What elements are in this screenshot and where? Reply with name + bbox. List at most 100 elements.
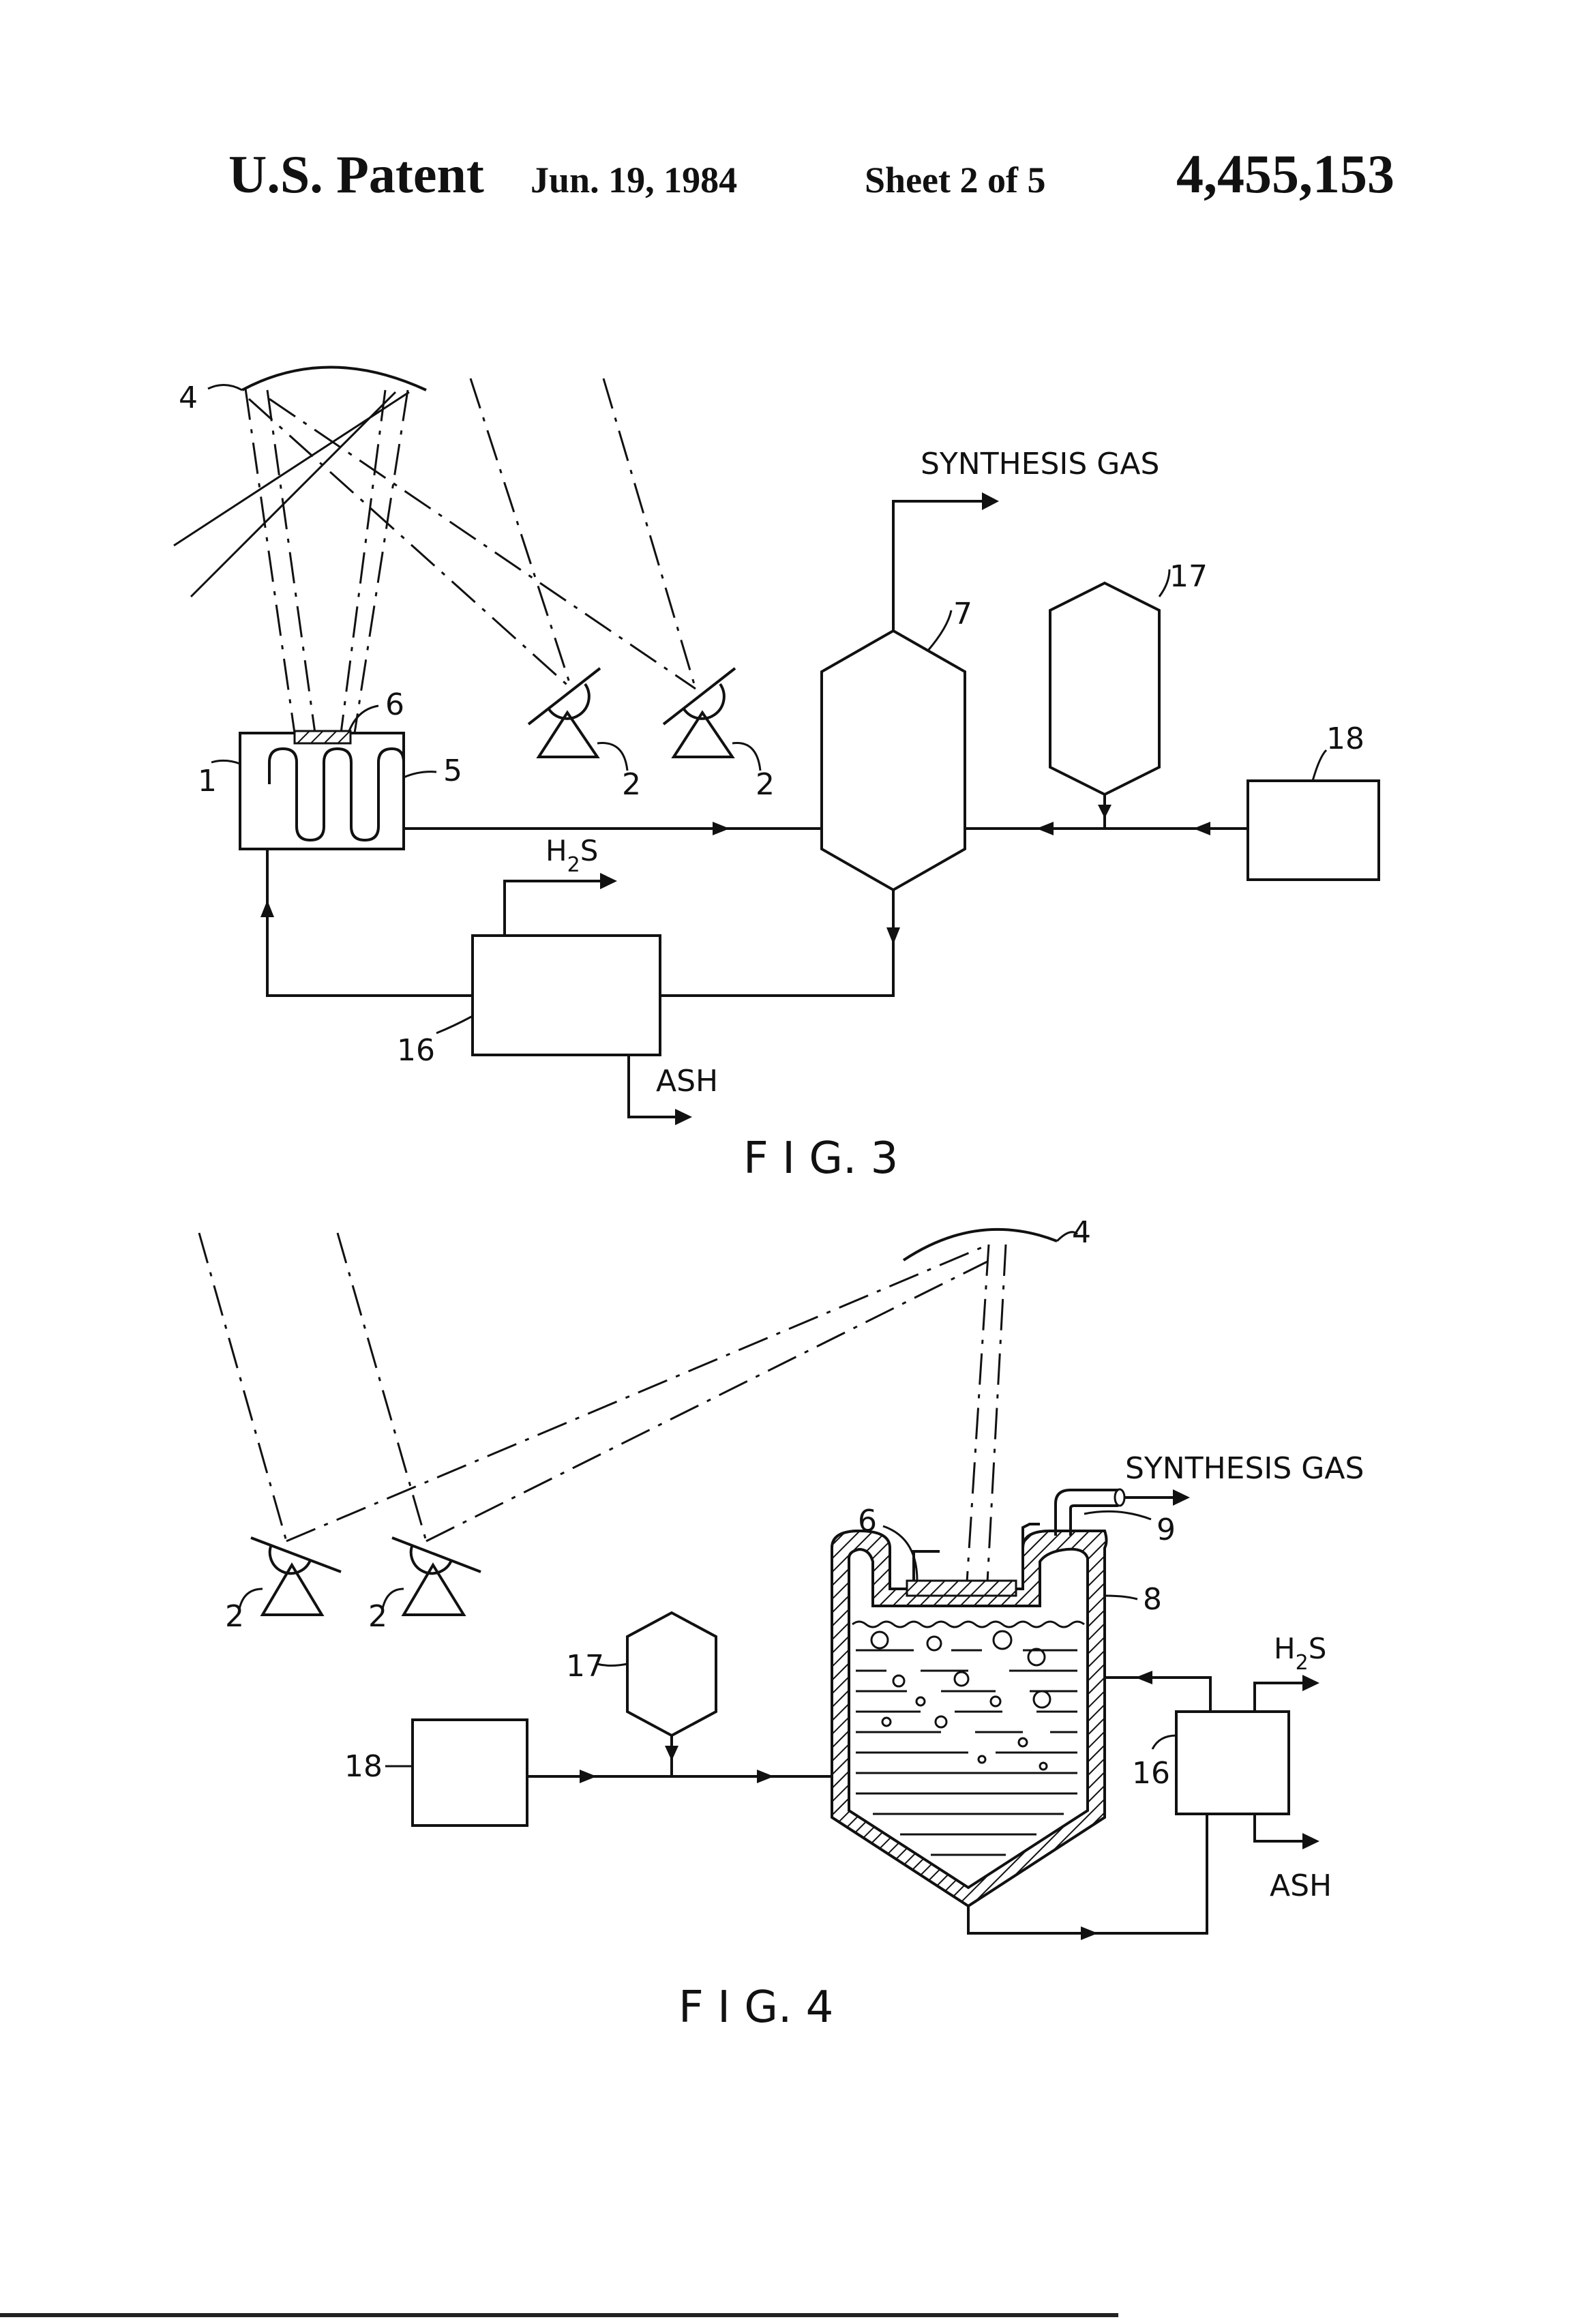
flow-arrow (600, 873, 617, 889)
ref-18: 18 (1326, 721, 1364, 756)
separator-unit (473, 936, 660, 1055)
ref-18: 18 (344, 1749, 383, 1784)
feed-hopper (1050, 583, 1159, 794)
feed-preparation-unit (1248, 781, 1379, 880)
flow-arrow (886, 927, 900, 944)
heliostat (392, 1538, 481, 1615)
flow-arrow (665, 1746, 678, 1761)
leader-line (1159, 569, 1169, 597)
flow-arrow (580, 1770, 597, 1783)
beam-line (199, 1233, 286, 1541)
leader-line (1152, 1735, 1176, 1749)
leader-line (404, 772, 436, 777)
pipe-end (1115, 1489, 1124, 1506)
page-header: U.S. Patent Jun. 19, 1984 Sheet 2 of 5 4… (228, 145, 1394, 205)
reaction-coil (269, 749, 404, 840)
ref-16: 16 (1132, 1756, 1170, 1791)
ref-1: 1 (198, 764, 217, 799)
ref-8: 8 (1143, 1582, 1162, 1617)
h2s-label: H2S (546, 834, 598, 877)
feed-preparation-unit (413, 1720, 527, 1826)
flow-arrow (713, 822, 730, 835)
leader-line (1313, 750, 1326, 781)
patent-label: U.S. Patent (228, 145, 484, 204)
figure-3: 4 2 2 6 5 (174, 368, 1379, 1185)
leader-line (597, 743, 627, 771)
patent-date: Jun. 19, 1984 (531, 160, 737, 200)
flow-arrow (1135, 1671, 1152, 1684)
beam-line (967, 1245, 989, 1582)
patent-number: 4,455,153 (1176, 145, 1394, 205)
flow-arrow (1173, 1489, 1190, 1506)
ref-4: 4 (1072, 1215, 1091, 1250)
molten-bath (856, 1650, 1077, 1855)
leader-line (1105, 1596, 1137, 1599)
ref-2: 2 (225, 1599, 244, 1634)
ash-label: ASH (1270, 1868, 1332, 1903)
flow-arrow (675, 1109, 692, 1125)
figure-caption: F I G. 3 (743, 1133, 898, 1184)
heliostat (663, 668, 735, 757)
beam-line (338, 1233, 426, 1541)
flow-line (660, 890, 893, 996)
ref-2: 2 (756, 767, 775, 802)
flow-arrow (757, 1770, 774, 1783)
ref-4: 4 (179, 381, 198, 415)
flow-arrow (1098, 805, 1111, 818)
reactor-window (907, 1581, 1016, 1596)
leader-line (927, 610, 951, 651)
feed-hopper (627, 1613, 716, 1735)
beam-line (603, 378, 696, 689)
recycle-line (267, 849, 473, 996)
ref-7: 7 (953, 597, 972, 631)
heliostat (251, 1538, 341, 1615)
beam-line (249, 399, 571, 689)
ref-9: 9 (1156, 1513, 1176, 1547)
flow-arrow (1302, 1833, 1319, 1849)
reactor-vessel (822, 631, 965, 890)
ref-17: 17 (1169, 559, 1208, 594)
figure-4: 4 2 2 6 (199, 1215, 1364, 2033)
ref-17: 17 (566, 1649, 604, 1684)
receiver-window (295, 731, 350, 743)
beam-line (426, 1262, 987, 1541)
ref-2: 2 (368, 1599, 387, 1634)
leader-line (732, 743, 760, 771)
ref-5: 5 (443, 754, 462, 788)
figure-caption: F I G. 4 (678, 1982, 833, 2033)
leader-line (208, 385, 242, 390)
concentrator-mirror (904, 1230, 1057, 1260)
h2s-label: H2S (1274, 1632, 1326, 1675)
concentrator-mirror (242, 368, 426, 391)
flow-arrow (1193, 822, 1210, 835)
leader-line (349, 706, 378, 731)
ref-6: 6 (858, 1504, 877, 1538)
ref-2: 2 (622, 767, 641, 802)
beam-line (191, 392, 395, 597)
sheet-number: Sheet 2 of 5 (865, 160, 1045, 200)
gas-bubbles (871, 1631, 1050, 1770)
beam-line (267, 390, 315, 733)
ash-label: ASH (656, 1064, 718, 1099)
beam-line (987, 1245, 1006, 1582)
beam-line (471, 378, 571, 689)
flow-arrow (1036, 822, 1054, 835)
flow-arrow (982, 492, 999, 510)
h2s-line (1255, 1683, 1302, 1712)
beam-line (286, 1245, 989, 1541)
synthesis-gas-label: SYNTHESIS GAS (1125, 1451, 1364, 1486)
leader-line (1084, 1511, 1151, 1519)
ref-16: 16 (397, 1033, 435, 1068)
synthesis-gas-label: SYNTHESIS GAS (921, 447, 1159, 481)
separator-unit (1176, 1712, 1289, 1814)
beam-line (245, 389, 295, 733)
flow-arrow (260, 900, 274, 917)
flow-arrow (1302, 1675, 1319, 1691)
ash-line (1255, 1814, 1302, 1841)
h2s-line (505, 881, 600, 936)
melt-surface (852, 1622, 1084, 1627)
recycle-line (1105, 1678, 1210, 1712)
flow-arrow (1081, 1926, 1098, 1940)
leader-line (436, 1016, 473, 1033)
